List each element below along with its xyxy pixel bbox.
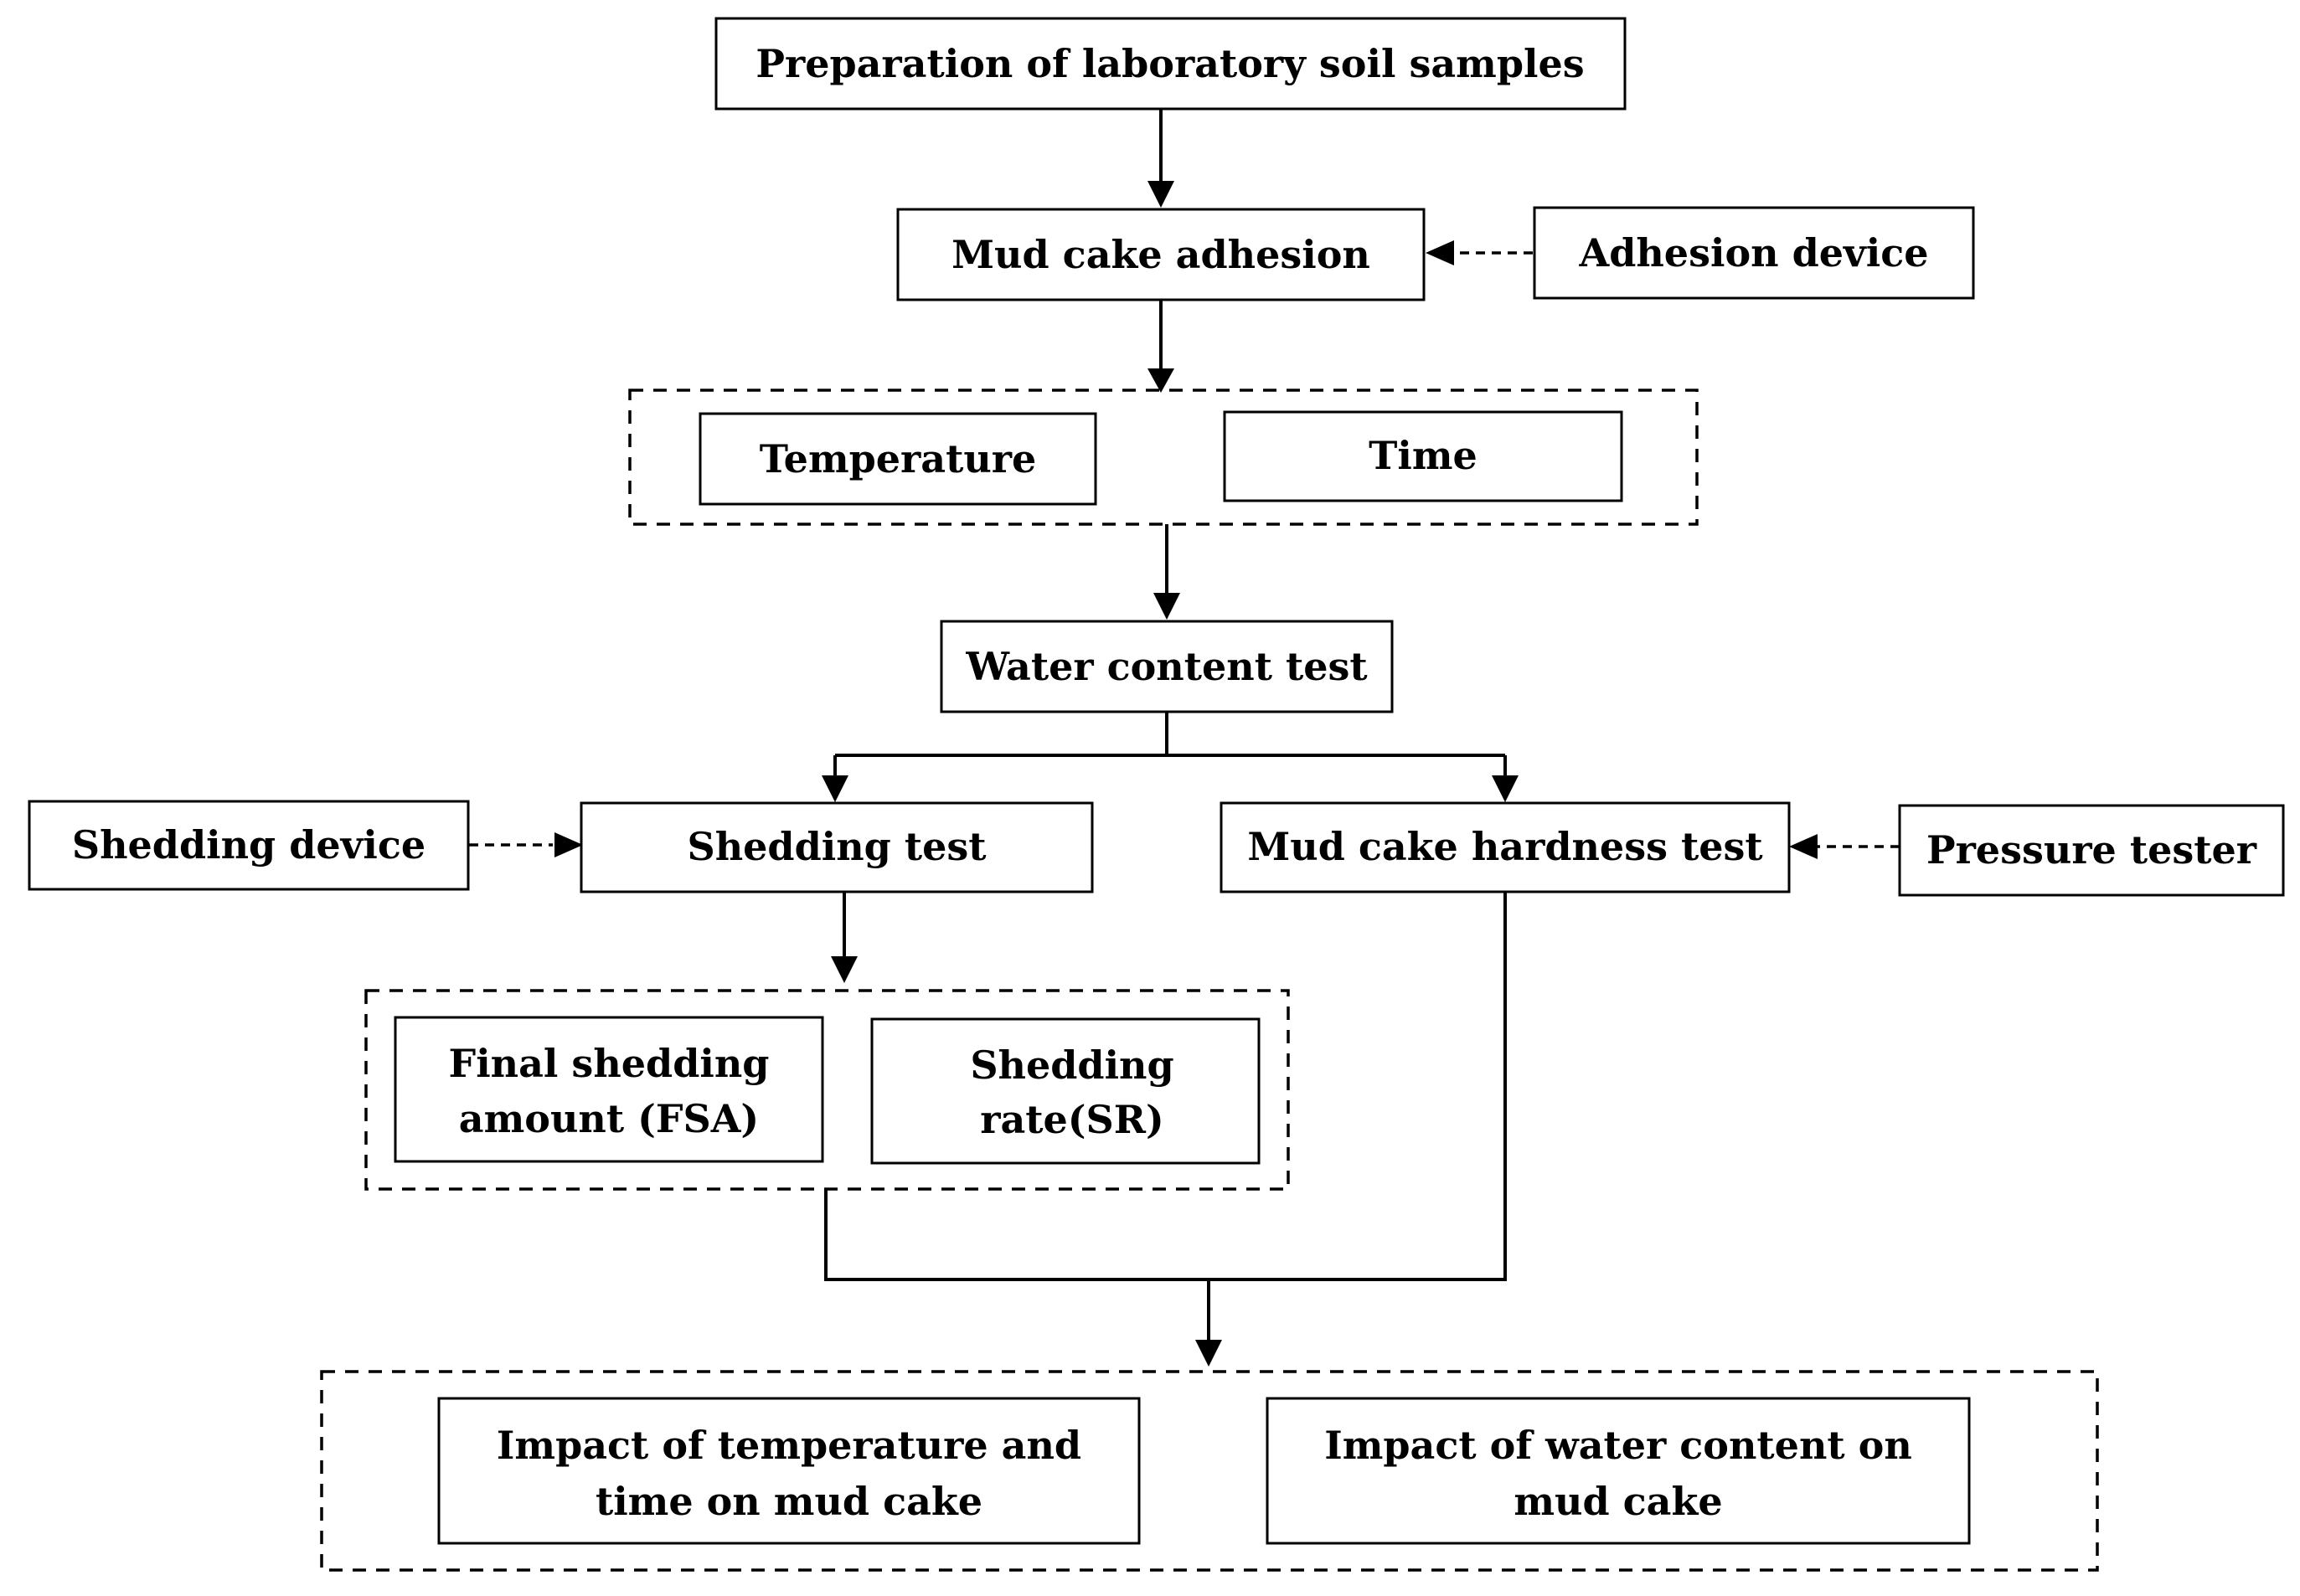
arrowhead	[1789, 834, 1818, 859]
node-sr-line2: rate(SR)	[980, 1097, 1164, 1142]
node-adhesion-label: Mud cake adhesion	[951, 232, 1370, 277]
node-impact-temperature-time-line1: Impact of temperature and	[497, 1423, 1081, 1468]
node-shedding-test: Shedding test	[580, 801, 1094, 893]
node-water-content-test: Water content test	[940, 620, 1394, 713]
node-adhesion-device-label: Adhesion device	[1579, 230, 1929, 275]
arrowheads	[554, 181, 1818, 1367]
node-fsa: Final shedding amount (FSA)	[394, 1016, 824, 1163]
node-shedding-device-label: Shedding device	[72, 822, 425, 868]
node-pressure-tester: Pressure tester	[1898, 804, 2285, 897]
node-hardness-test: Mud cake hardness test	[1220, 801, 1791, 893]
node-temperature: Temperature	[699, 412, 1097, 506]
node-impact-water-content: Impact of water content on mud cake	[1266, 1397, 1971, 1545]
node-adhesion-device: Adhesion device	[1533, 206, 1975, 300]
arrowhead	[1195, 1340, 1222, 1367]
node-impact-water-content-line1: Impact of water content on	[1324, 1423, 1912, 1468]
node-impact-temperature-time-line2: time on mud cake	[596, 1479, 982, 1524]
arrowhead	[822, 775, 848, 802]
arrowhead	[1492, 775, 1519, 802]
node-shedding-device: Shedding device	[28, 800, 470, 891]
node-prep-label: Preparation of laboratory soil samples	[755, 41, 1584, 86]
node-impact-water-content-line2: mud cake	[1514, 1479, 1722, 1524]
node-pressure-tester-label: Pressure tester	[1926, 827, 2257, 873]
arrowhead	[554, 832, 583, 857]
node-shedding-test-label: Shedding test	[687, 824, 987, 869]
node-fsa-line2: amount (FSA)	[459, 1096, 759, 1141]
node-sr-line1: Shedding	[970, 1043, 1173, 1088]
node-impact-temperature-time: Impact of temperature and time on mud ca…	[437, 1397, 1141, 1545]
arrowhead	[1147, 181, 1174, 208]
node-adhesion: Mud cake adhesion	[896, 208, 1426, 301]
group-impacts	[320, 1370, 2099, 1572]
node-time-label: Time	[1369, 433, 1477, 478]
node-fsa-line1: Final shedding	[449, 1041, 770, 1086]
node-water-content-test-label: Water content test	[965, 644, 1368, 689]
arrowhead	[1426, 240, 1454, 265]
node-time: Time	[1223, 410, 1623, 502]
node-temperature-label: Temperature	[760, 436, 1037, 481]
dashed-connectors	[469, 251, 1900, 848]
node-sr: Shedding rate(SR)	[870, 1017, 1261, 1165]
arrowhead	[831, 956, 858, 983]
solid-connectors	[824, 109, 1507, 1345]
arrowhead	[1147, 368, 1174, 393]
node-hardness-test-label: Mud cake hardness test	[1247, 824, 1763, 869]
group-temperature-time	[628, 389, 1699, 526]
node-prep: Preparation of laboratory soil samples	[714, 17, 1627, 111]
arrowhead	[1153, 593, 1180, 620]
